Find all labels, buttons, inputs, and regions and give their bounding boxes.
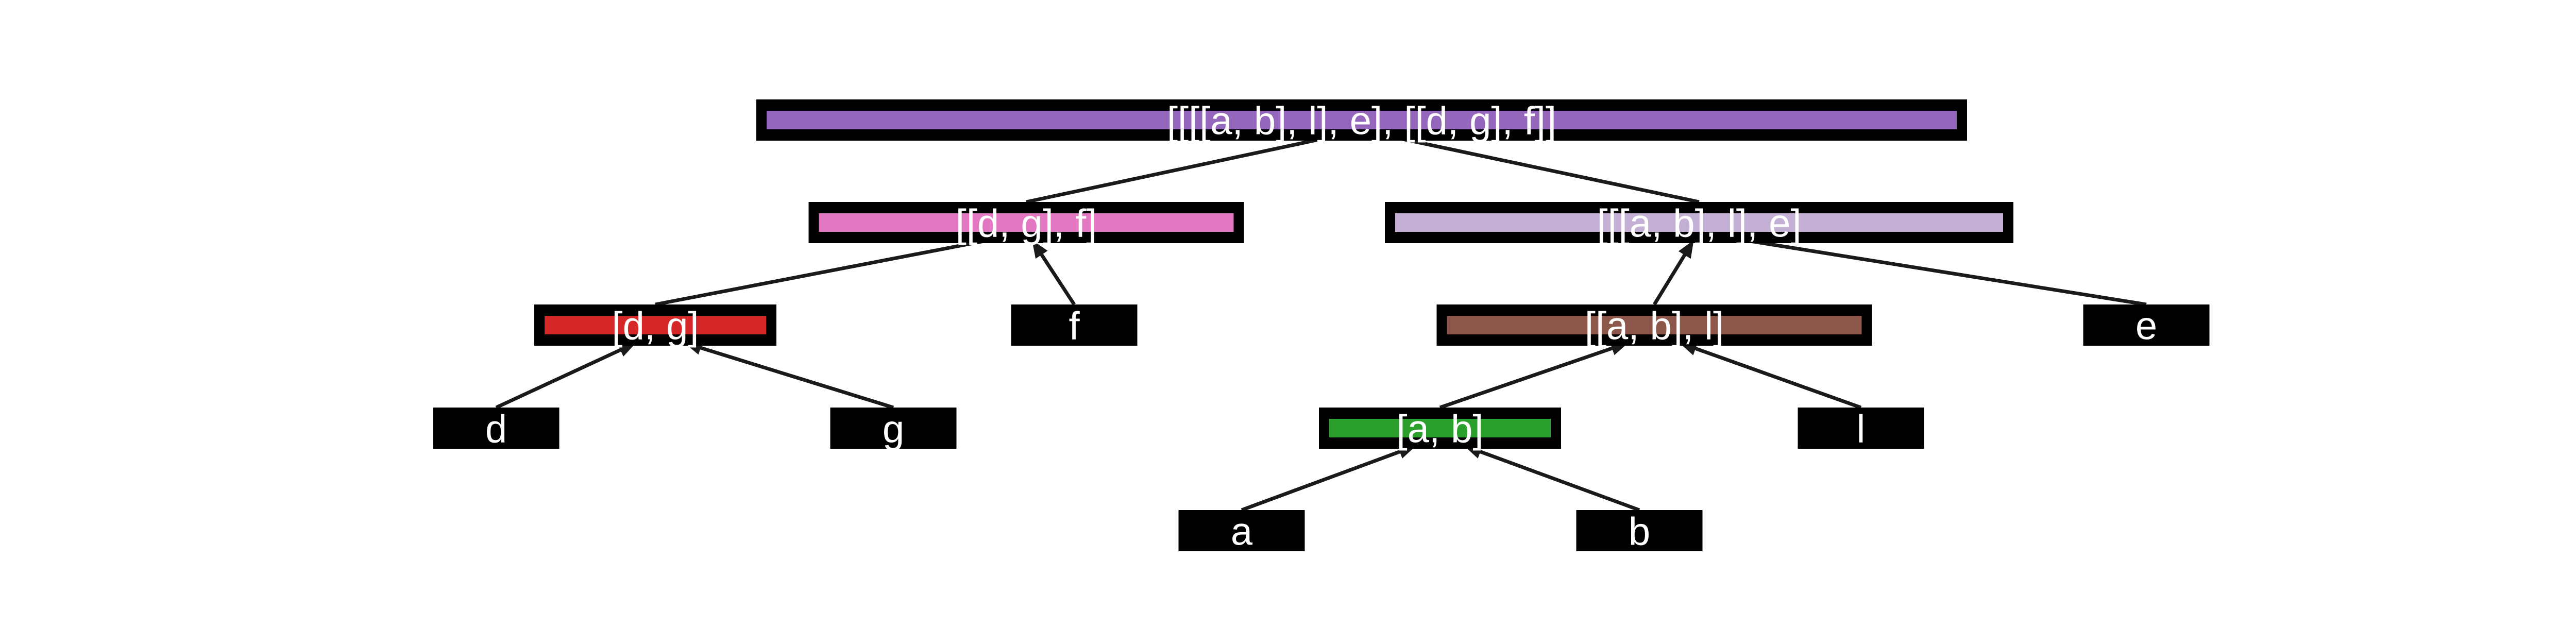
node-color-bar <box>819 213 1234 232</box>
node-label: e <box>2136 304 2157 348</box>
arrowhead-icon <box>617 343 636 357</box>
edge-line <box>1478 449 1640 512</box>
edge-line <box>1693 346 1862 410</box>
edge-line <box>495 347 623 410</box>
node-label: g <box>883 408 904 451</box>
node-label: [a, b] <box>1397 408 1484 451</box>
node-abl: [[a, b], l] <box>1436 304 1872 348</box>
node-label: [[d, g], f] <box>956 202 1097 246</box>
edge-d-to-dg <box>495 343 636 410</box>
node-d: d <box>433 408 560 451</box>
edge-line <box>1743 238 2147 307</box>
node-color-bar <box>767 111 1957 129</box>
node-label: f <box>1069 304 1080 348</box>
node-label: [[[a, b], l], e] <box>1597 202 1801 246</box>
edge-line <box>1039 252 1076 306</box>
edge-line <box>1653 252 1687 306</box>
node-label: l <box>1857 408 1866 451</box>
node-color-bar <box>1447 316 1862 334</box>
node-box <box>2083 304 2210 346</box>
node-box <box>830 408 957 449</box>
nodes: [[[[a, b], l], e], [[d, g], f]] [[d, g], … <box>433 99 2210 554</box>
node-f: f <box>1011 304 1138 348</box>
node-color-bar <box>545 316 766 334</box>
node-box <box>1178 510 1305 551</box>
node-b: b <box>1576 510 1703 554</box>
node-color-bar <box>1329 419 1551 437</box>
node-label: [[[[a, b], l], e], [[d, g], f]] <box>1167 99 1556 143</box>
node-label: [[a, b], l] <box>1585 304 1724 348</box>
edge-line <box>1439 346 1615 410</box>
edge-line <box>1395 135 1700 204</box>
edge-line <box>698 345 894 410</box>
edge-f-to-dgf <box>1032 240 1076 306</box>
arrowhead-icon <box>1678 240 1694 259</box>
node-dgf: [[d, g], f] <box>808 202 1244 246</box>
node-box <box>433 408 560 449</box>
node-l: l <box>1798 408 1924 451</box>
node-ab: [a, b] <box>1319 408 1561 451</box>
edge-abl_e-to-root <box>1395 135 1700 204</box>
edge-e-to-abl_e <box>1743 238 2147 307</box>
node-label: d <box>485 408 507 451</box>
edge-line <box>1241 449 1402 512</box>
edge-dg-to-dgf <box>655 238 990 307</box>
node-label: a <box>1231 510 1253 554</box>
node-abl_e: [[[a, b], l], e] <box>1385 202 2013 246</box>
edge-line <box>655 238 990 307</box>
node-color-bar <box>1395 213 2003 232</box>
node-e: e <box>2083 304 2210 348</box>
arrowhead-icon <box>1032 240 1048 259</box>
edges <box>495 135 2147 512</box>
edge-line <box>1026 135 1329 204</box>
node-box <box>1011 304 1138 346</box>
node-box <box>1798 408 1924 449</box>
edge-abl-to-abl_e <box>1653 240 1694 306</box>
node-box <box>1576 510 1703 551</box>
node-label: b <box>1629 510 1650 554</box>
node-label: [d, g] <box>612 304 699 348</box>
node-root: [[[[a, b], l], e], [[d, g], f]] <box>756 99 1967 143</box>
node-g: g <box>830 408 957 451</box>
edge-dgf-to-root <box>1026 135 1329 204</box>
node-a: a <box>1178 510 1305 554</box>
node-dg: [d, g] <box>534 304 776 348</box>
